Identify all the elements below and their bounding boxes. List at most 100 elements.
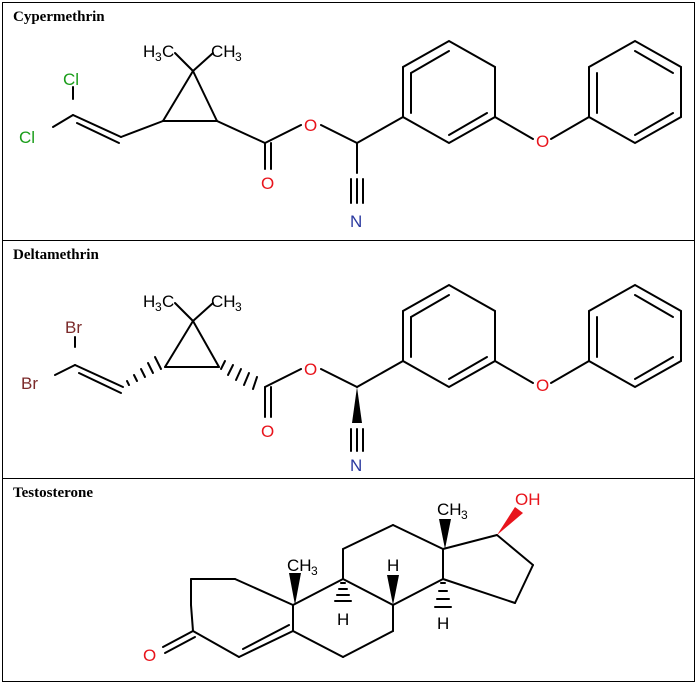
solid-wedge-bond (497, 507, 523, 535)
bond (342, 578, 394, 606)
bond (494, 116, 534, 140)
bond (496, 534, 534, 566)
bond (162, 70, 194, 122)
bond (356, 360, 404, 388)
bond (356, 116, 404, 144)
atom-label: 3 (311, 564, 318, 578)
bond (634, 294, 674, 318)
bond (550, 116, 590, 140)
atom-label: H (143, 292, 155, 311)
hashed-wedge-bond (434, 582, 452, 608)
atom-label: O (143, 646, 156, 665)
atom-label: N (350, 212, 362, 231)
bond (192, 320, 220, 368)
bond (448, 356, 488, 380)
bond (78, 372, 122, 394)
hashed-wedge-bond (334, 582, 352, 602)
atom-label: O (536, 376, 549, 395)
atom-label: CH (211, 292, 236, 311)
atom-label: CH (437, 500, 462, 519)
bond (264, 124, 302, 144)
bond (52, 114, 74, 128)
bond (320, 368, 358, 388)
atom-label: H (143, 42, 155, 61)
bond (120, 120, 164, 138)
bond (192, 630, 240, 658)
bond (292, 578, 344, 606)
bond (164, 320, 194, 368)
atom-label: H (437, 614, 449, 633)
atom-label: O (304, 360, 317, 379)
bond (190, 604, 194, 632)
atom-label: Br (21, 374, 38, 393)
bond (242, 624, 290, 650)
bond (634, 112, 674, 136)
bond (164, 636, 196, 654)
bond (342, 524, 394, 550)
atom-label: Br (65, 318, 82, 337)
deltamethrin-structure: Br Br H 3 C CH 3 O O O N (21, 283, 682, 475)
bond (192, 52, 214, 72)
atom-label: Cl (63, 70, 79, 89)
atom-label: H (337, 610, 349, 629)
atom-label: O (261, 422, 274, 441)
hashed-wedge-bond (220, 360, 258, 390)
benzene-ring (402, 39, 496, 145)
cypermethrin-structure: Cl Cl H 3 C CH 3 O O O N (19, 39, 682, 231)
bond (448, 112, 488, 136)
bond (634, 356, 674, 380)
bond (342, 630, 394, 658)
deltamethrin-panel: Deltamethrin (2, 240, 695, 480)
bond (234, 578, 294, 606)
solid-wedge-bond (387, 575, 399, 605)
bond (292, 630, 344, 658)
bond (216, 120, 266, 144)
benzene-ring (588, 39, 682, 145)
atom-label: O (536, 132, 549, 151)
bond (514, 564, 534, 604)
bond (320, 124, 358, 144)
bond (442, 578, 516, 604)
atom-label: 3 (155, 50, 162, 64)
bond (442, 534, 498, 550)
bond (238, 630, 294, 658)
solid-wedge-bond (352, 387, 362, 423)
bond (410, 50, 450, 74)
atom-label: CH (211, 42, 236, 61)
atom-label: H (387, 556, 399, 575)
bond (74, 364, 124, 388)
atom-label: O (304, 116, 317, 135)
bond (392, 524, 444, 550)
bond (54, 364, 76, 376)
bond (410, 294, 450, 318)
atom-label: 3 (155, 300, 162, 314)
bond (162, 630, 194, 648)
atom-label: 3 (461, 508, 468, 522)
bond (392, 578, 444, 606)
bond (494, 360, 534, 384)
solid-wedge-bond (439, 519, 451, 549)
bond (174, 52, 194, 72)
cypermethrin-panel: Cypermethrin (2, 2, 695, 242)
atom-label: 3 (235, 50, 242, 64)
solid-wedge-bond (289, 573, 301, 605)
testosterone-structure: CH 3 CH 3 OH O H H H (143, 490, 541, 665)
bond (76, 122, 120, 144)
benzene-ring (588, 283, 682, 389)
bond (192, 302, 214, 322)
bond (634, 50, 674, 74)
atom-label: 3 (235, 300, 242, 314)
panel-title: Cypermethrin (13, 9, 105, 25)
panel-title: Deltamethrin (13, 247, 99, 263)
atom-label: CH (287, 556, 312, 575)
bond (174, 302, 194, 322)
testosterone-panel: Testosterone (2, 478, 695, 682)
bond (192, 70, 218, 122)
atom-label: C (162, 292, 174, 311)
bond (72, 114, 122, 138)
atom-label: N (350, 456, 362, 475)
bond (264, 368, 302, 388)
atom-label: OH (515, 490, 541, 509)
atom-label: C (162, 42, 174, 61)
atom-label: O (261, 174, 274, 193)
